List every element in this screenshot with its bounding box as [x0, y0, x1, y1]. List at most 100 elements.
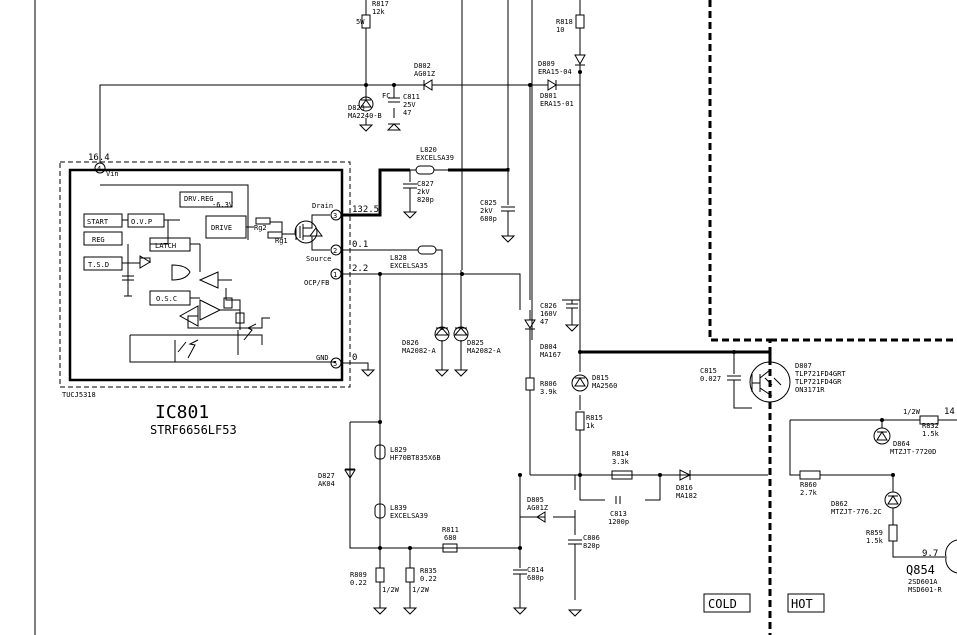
d825-diode: [453, 326, 469, 342]
d823-zener: [358, 96, 374, 112]
isolation-boundary-hot: [708, 0, 772, 635]
block-latch-label: LATCH: [155, 242, 176, 250]
d825-part: MA2082-A: [467, 347, 502, 355]
l829-ref: L829: [390, 446, 407, 454]
pin-5-label: 5: [333, 360, 337, 368]
d826-ref: D826: [402, 339, 419, 347]
r859-ref: R859: [866, 529, 883, 537]
r818-ref: R818: [556, 18, 573, 26]
d801-part: ERA15-01: [540, 100, 574, 108]
d807-part-1: TLP721FD4GRT: [795, 370, 846, 378]
r818-value: 10: [556, 26, 564, 34]
cold-box: [703, 593, 751, 613]
hot-label: HOT: [791, 597, 813, 611]
r860-value: 2.7k: [800, 489, 818, 497]
drain-label: Drain: [312, 202, 333, 210]
d864-part: MTZJT-7720D: [890, 448, 936, 456]
ic-body: [68, 168, 344, 382]
l829-part: HF70BT835X6B: [390, 454, 441, 462]
drain-voltage: 132.5: [352, 205, 379, 215]
r817-rating: 5W: [356, 18, 365, 26]
c825-voltage: 2kV: [480, 207, 493, 215]
r814-ref: R814: [612, 450, 629, 458]
r806-value: 3.9k: [540, 388, 558, 396]
block-drive-label: DRIVE: [211, 224, 232, 232]
r815-value: 1k: [586, 422, 595, 430]
block-osc-label: O.S.C: [156, 295, 177, 303]
rg1-label: Rg1: [275, 237, 288, 245]
c827-value: 820p: [417, 196, 434, 204]
r809-ref: R809: [350, 571, 367, 579]
pin-3-label: 3: [333, 212, 337, 220]
ic-name: IC801: [155, 402, 209, 423]
and-gate: [171, 264, 191, 281]
d815-zener: [571, 374, 589, 392]
c826-ref: C826: [540, 302, 557, 310]
r806-ref: R806: [540, 380, 557, 388]
r859-resistor: [888, 524, 898, 542]
r835-ref: R835: [420, 567, 437, 575]
block-drv-reg-label: DRV.REG: [184, 195, 214, 203]
d862-part: MTZJT-776.2C: [831, 508, 882, 516]
r817-ref: R817: [372, 0, 389, 8]
r815-ref: R815: [586, 414, 603, 422]
pin-2-label: 2: [333, 247, 337, 255]
r832-resistor: [919, 415, 939, 425]
c825-ref: C825: [480, 199, 497, 207]
mosfet-q1: [294, 220, 318, 244]
r815-resistor: [575, 411, 585, 431]
l828-part: EXCELSA35: [390, 262, 428, 270]
d825-ref: D825: [467, 339, 484, 347]
d805-part: AG01Z: [527, 504, 548, 512]
r811-ref: R811: [442, 526, 459, 534]
r811-value: 680: [444, 534, 457, 542]
block-reg-label: REG: [92, 236, 105, 244]
l828-inductor: [417, 245, 437, 255]
d807-ref: D807: [795, 362, 812, 370]
vin-voltage: 16.4: [88, 153, 110, 163]
ocp-label: OCP/FB: [304, 279, 329, 287]
r806-resistor: [525, 377, 535, 391]
r809-value: 0.22: [350, 579, 367, 587]
r835-rating: 1/2W: [412, 586, 430, 594]
d815-ref: D815: [592, 374, 609, 382]
ic801: 4 3 2 1 5 16.4 Vin Drain 132.5 Source 0.…: [59, 153, 379, 388]
d826-part: MA2082-A: [402, 347, 437, 355]
c814-value: 680p: [527, 574, 544, 582]
l820-inductor: [415, 165, 435, 175]
or-gate: [139, 255, 151, 269]
c815-value: 0.027: [700, 375, 721, 383]
l820-part: EXCELSA39: [416, 154, 454, 162]
r832-value: 1.5k: [922, 430, 940, 438]
source-voltage: 0.1: [352, 240, 368, 250]
d809-ref: D809: [538, 60, 555, 68]
r835-resistor: [405, 567, 415, 583]
block-tsd-label: T.S.D: [88, 261, 109, 269]
block-drv-reg: [179, 191, 233, 208]
c825-value: 680p: [480, 215, 497, 223]
q854-part-1: 2SD601A: [908, 578, 938, 586]
l820-ref: L820: [420, 146, 437, 154]
ic-package: TUCJ5318: [62, 391, 96, 399]
r814-value: 3.3k: [612, 458, 630, 466]
r811-resistor: [442, 543, 458, 553]
d823-ref: D823: [348, 104, 365, 112]
d805-ref: D805: [527, 496, 544, 504]
r859-value: 1.5k: [866, 537, 884, 545]
d804-part: MA167: [540, 351, 561, 359]
r817-value: 12k: [372, 8, 385, 16]
vin-label: Vin: [106, 170, 119, 178]
r832-rating: 1/2W: [903, 408, 921, 416]
rg1-resistor: [267, 231, 283, 239]
d827-part: AK04: [318, 480, 335, 488]
r832-voltage: 14: [944, 407, 955, 417]
c813-ref: C813: [610, 510, 627, 518]
c815-ref: C815: [700, 367, 717, 375]
rg2-resistor: [255, 217, 271, 225]
cold-label: COLD: [708, 597, 737, 611]
d801-ref: D801: [540, 92, 557, 100]
hot-box: [787, 593, 825, 613]
l839-ref: L839: [390, 504, 407, 512]
c826-voltage: 160V: [540, 310, 558, 318]
